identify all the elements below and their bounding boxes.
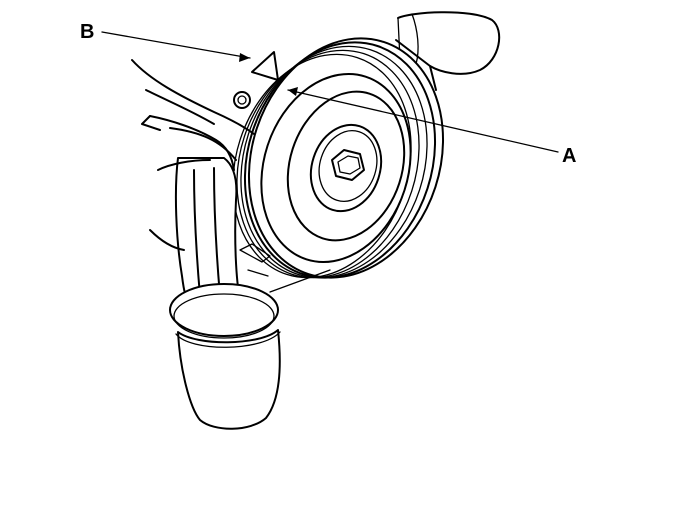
callout-label-a: A [562, 145, 576, 167]
leader-line-b [101, 31, 251, 59]
socket-wrench [149, 157, 281, 430]
engine-housing [395, 11, 501, 91]
leader-arrowhead-b [239, 53, 250, 62]
crankshaft-pulley [232, 37, 445, 279]
timing-mark-triangle [251, 51, 279, 81]
callout-label-b: B [80, 21, 94, 43]
bolt-head [233, 91, 251, 109]
engine-bracket [131, 59, 255, 171]
leader-line-a [287, 89, 559, 153]
leader-arrowhead-a [288, 87, 298, 96]
